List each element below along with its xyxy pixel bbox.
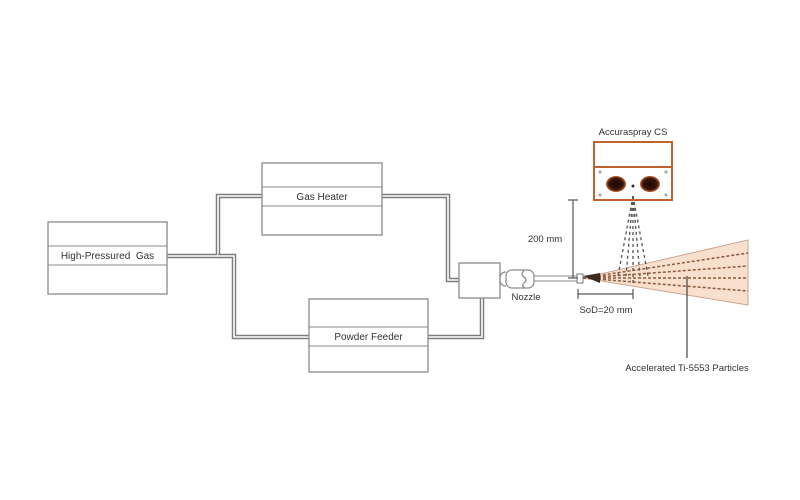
- particles-label: Accelerated Ti-5553 Particles: [625, 363, 749, 374]
- spray-cone: [582, 239, 749, 306]
- gas-heater-label: Gas Heater: [296, 192, 348, 203]
- gas-heater-box: Gas Heater: [261, 162, 383, 236]
- sensor-label: Accuraspray CS: [599, 127, 668, 138]
- particles-callout: Accelerated Ti-5553 Particles: [625, 276, 749, 374]
- pipes: [167, 193, 485, 340]
- mixing-chamber: [458, 262, 501, 299]
- sensor-beam: [617, 195, 649, 285]
- standoff-label: SoD=20 mm: [579, 305, 632, 316]
- sensor-distance-label: 200 mm: [528, 234, 562, 245]
- pipe-feeder-to-chamber: [428, 298, 485, 340]
- sensor-lens-left: [606, 176, 626, 192]
- pipe-gas-to-feeder: [218, 253, 309, 340]
- accuraspray-sensor: Accuraspray CS: [593, 127, 673, 201]
- standoff-dimension: SoD=20 mm: [577, 289, 634, 316]
- sensor-lens-right: [640, 176, 660, 192]
- nozzle-label: Nozzle: [511, 292, 540, 303]
- powder-feeder-box: Powder Feeder: [308, 298, 429, 373]
- sensor-distance-dimension: 200 mm: [528, 199, 578, 279]
- gas-source-box: High-Pressured Gas: [47, 221, 168, 295]
- gas-source-label: High-Pressured Gas: [61, 251, 154, 262]
- pipe-gas-to-heater: [167, 193, 262, 259]
- nozzle: Nozzle: [499, 269, 584, 303]
- powder-feeder-label: Powder Feeder: [334, 332, 403, 343]
